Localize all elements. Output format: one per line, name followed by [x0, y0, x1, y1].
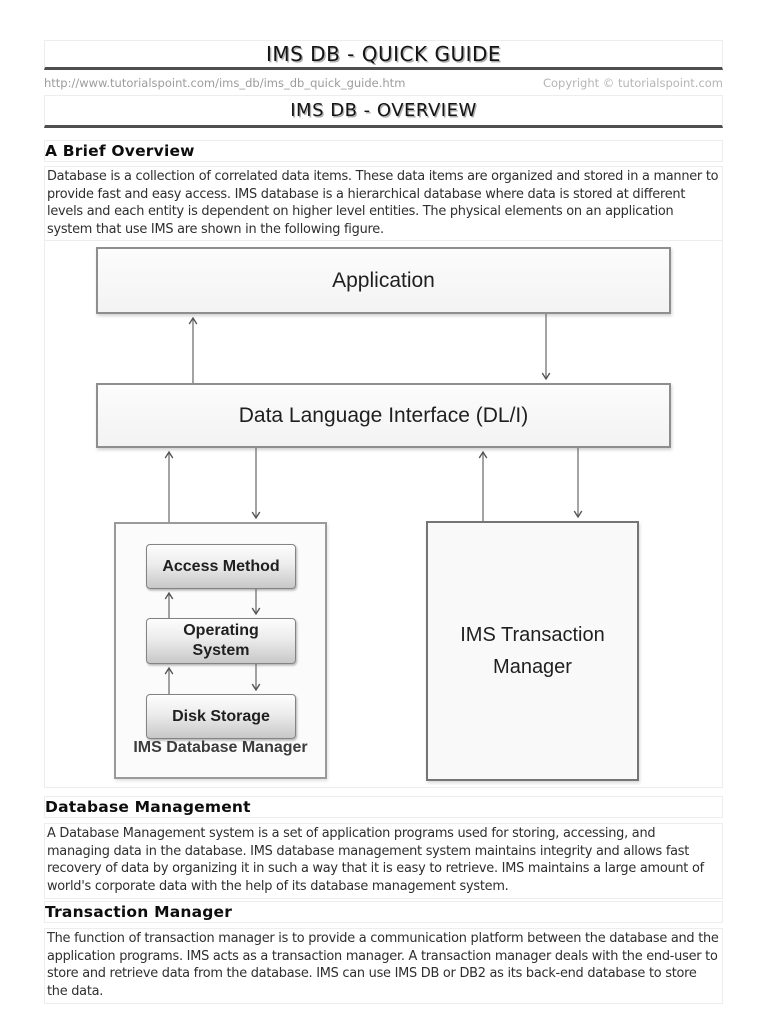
meta-row: http://www.tutorialspoint.com/ims_db/ims… [44, 73, 723, 93]
access-method-box: Access Method [146, 544, 296, 589]
heading-database-management: Database Management [44, 796, 723, 818]
ims-database-manager-label: IMS Database Manager [133, 739, 308, 756]
copyright-notice: Copyright © tutorialspoint.com [542, 76, 723, 90]
heading-transaction-manager: Transaction Manager [44, 901, 723, 923]
dli-box: Data Language Interface (DL/I) [96, 383, 671, 448]
chapter-title: IMS DB - OVERVIEW [290, 100, 477, 121]
source-url: http://www.tutorialspoint.com/ims_db/ims… [44, 76, 406, 90]
operating-system-box: Operating System [146, 618, 296, 664]
disk-storage-label: Disk Storage [172, 707, 270, 725]
ims-transaction-manager-label: IMS Transaction Manager [460, 624, 605, 678]
ims-transaction-manager-box: IMS Transaction Manager [426, 521, 639, 781]
heading-brief-overview: A Brief Overview [44, 140, 723, 162]
access-method-label: Access Method [162, 557, 280, 575]
dli-label: Data Language Interface (DL/I) [238, 403, 529, 427]
paragraph-transaction-manager: The function of transaction manager is t… [44, 928, 723, 1004]
chapter-title-bar: IMS DB - OVERVIEW [44, 95, 723, 128]
architecture-figure: Application Data Language Interface (DL/… [44, 240, 723, 788]
page-content: IMS DB - QUICK GUIDE http://www.tutorial… [44, 40, 725, 1008]
application-box: Application [96, 247, 671, 314]
disk-storage-box: Disk Storage [146, 694, 296, 739]
document-title-bar: IMS DB - QUICK GUIDE [44, 40, 723, 70]
paragraph-brief-overview: Database is a collection of correlated d… [44, 166, 723, 242]
operating-system-label: Operating System [183, 622, 259, 659]
document-title: IMS DB - QUICK GUIDE [265, 42, 502, 66]
application-label: Application [332, 268, 435, 292]
paragraph-database-management: A Database Management system is a set of… [44, 823, 723, 899]
